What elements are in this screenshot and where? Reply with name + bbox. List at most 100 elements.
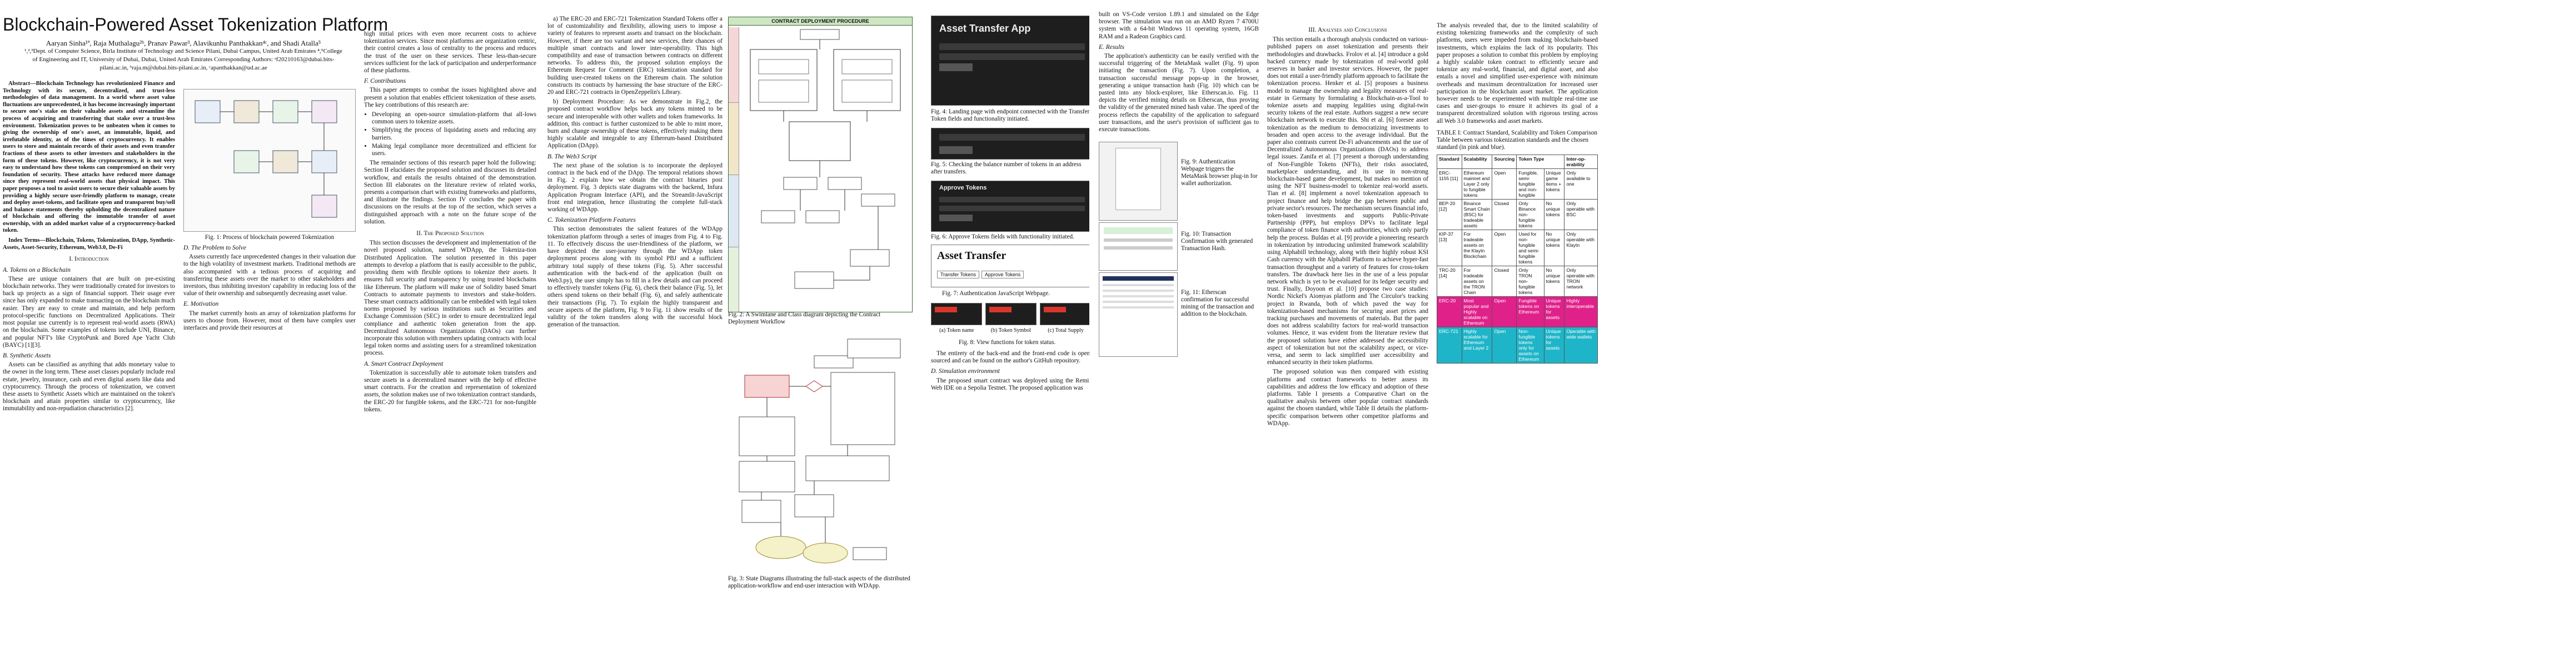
figure-5 [931,128,1089,160]
address-input[interactable] [939,43,1085,50]
figure-1-caption: Fig. 1: Process of blockchain powered To… [205,234,335,241]
table-cell: Only Binance non-fungible tokens [1516,198,1544,230]
subcaption: (c) Total Supply [1048,327,1084,334]
table-row: KIP-37 [13]For tradeable assets on the K… [1437,229,1598,266]
figure-9-caption: Fig. 9: Authentication Webpage triggers … [1181,158,1258,187]
list-item: Making legal compliance more decentraliz… [372,143,536,157]
table-cell: Closed [1492,198,1517,230]
table-header: Token Type [1516,154,1565,169]
paragraph: a) The ERC-20 and ERC-721 Tokenization S… [547,16,723,96]
subsection-heading: A. Smart Contract Deployment [364,360,444,367]
figure-2-header: CONTRACT DEPLOYMENT PROCEDURE [729,17,912,26]
tab-approve-tokens[interactable]: Approve Tokens [981,271,1024,278]
figure-6-caption: Fig. 6: Approve Tokens fields with funct… [931,233,1074,240]
table-cell: ERC-1155 [11] [1437,168,1462,200]
tab-transfer-tokens[interactable]: Transfer Tokens [937,271,980,278]
table-cell: No unique tokens [1543,229,1565,266]
tokenization-process-diagram [195,100,337,218]
figure-1 [183,89,356,232]
lane-1 [729,27,739,102]
table-cell: ERC-721 [1437,326,1462,364]
figure-5-caption: Fig. 5: Checking the balance number of t… [931,161,1082,175]
paragraph: This section demonstrates the salient fe… [547,226,723,328]
figure-4: Asset Transfer App [931,16,1089,106]
token-symbol-view [985,303,1037,325]
table-header: Standard [1437,154,1462,169]
app-title: Asset Transfer App [939,23,1031,34]
section-heading: I. Introduction [69,256,109,263]
contributions-list: Developing an open-source simulation-pla… [372,111,536,157]
spender-input[interactable] [939,197,1085,202]
list-item: Developing an open-source simulation-pla… [372,111,536,126]
subsection-heading: F. Contributions [364,78,406,85]
table-cell: Ethereum mainnet and Layer 2 only to fun… [1461,168,1493,200]
section-heading: III. Analyses and Conclusions [1308,27,1387,33]
table-header: Inter-op-erability [1564,154,1598,169]
tx-confirm-banner [1104,227,1173,234]
paragraph: The next phase of the solution is to inc… [547,162,723,213]
subsection-heading: C. Tokenization Platform Features [547,217,636,224]
amount-input[interactable] [939,53,1085,60]
column-9: The analysis revealed that, due to the l… [1437,22,1598,364]
subcaption: (a) Token name [939,327,974,334]
table-cell: No unique tokens [1543,265,1565,297]
table-cell: Fungible tokens on Ethereum [1516,296,1544,327]
subsection-heading: B. Synthetic Assets [3,352,51,359]
table-cell: TRC-20 [14] [1437,265,1462,297]
figure-2-caption: Fig. 2: A Swimlane and Class diagram dep… [728,311,881,325]
figure-4-caption: Fig. 4: Landing page with endpoint conne… [931,108,1089,122]
state-diagram [739,339,901,564]
paragraph: These are unique containers that are bui… [3,275,175,349]
table-cell: For tradeable assets on the Klaytn Block… [1461,229,1493,266]
balance-input[interactable] [939,134,1085,141]
lane-3 [729,175,739,247]
approve-title: Approve Tokens [939,185,987,191]
subsection-heading: E. Results [1099,43,1124,51]
table-cell: Highly scalable for Ethereum and Layer 2 [1461,326,1493,364]
table-cell: ERC-20 [1437,296,1462,327]
subsection-heading: B. The Web3 Script [547,153,597,160]
figure-8-caption: Fig. 8: View functions for token status. [959,339,1056,346]
check-balance-button[interactable] [939,146,973,154]
table-cell: Unique game items + tokens [1543,168,1565,200]
table-row: TRC-20 [14]For tradeable assets on the T… [1437,265,1598,297]
subsection-heading: A. Tokens on a Blockchain [3,266,71,273]
list-item: Simplifying the process of liquidating a… [372,127,536,141]
total-supply-button[interactable] [1044,307,1066,312]
table-cell: Open [1492,296,1517,327]
page-1: Blockchain-Powered Asset Tokenization Pl… [0,0,556,667]
column-5: a) The ERC-20 and ERC-721 Tokenization S… [547,16,723,331]
table-cell: For tradeable assets on the TRON Chain [1461,265,1493,297]
table-cell: Unique tokens for assets [1543,296,1565,327]
table-cell: Only operable with Klaytn [1564,229,1598,266]
figure-6: Approve Tokens [931,181,1089,232]
transfer-button[interactable] [939,63,973,71]
token-name-view [931,303,982,325]
column-8: III. Analyses and Conclusions This secti… [1267,22,1428,430]
lane-4 [729,247,739,312]
approve-amount-input[interactable] [939,206,1085,211]
paragraph: Assets can be classified as anything tha… [3,361,175,412]
table-row: ERC-1155 [11]Ethereum mainnet and Layer … [1437,168,1598,200]
column-7: built on VS-Code version 1.89.1 and simu… [1099,11,1259,136]
comparison-table: Standard Scalability Sourcing Token Type… [1437,154,1598,364]
lane-2 [729,102,739,175]
table-cell: KIP-37 [13] [1437,229,1462,266]
table-cell: Only TRON non-fungible tokens [1516,265,1544,297]
paragraph: The remainder sections of this research … [364,160,536,225]
figure-3 [728,328,911,573]
swimlane-diagram [750,29,901,289]
approve-button[interactable] [939,215,973,221]
index-terms: Index Terms—Blockchain, Tokens, Tokeniza… [3,237,175,251]
section-heading: II. The Proposed Solution [416,230,484,237]
token-symbol-button[interactable] [989,307,1012,312]
column-2: Fig. 1: Process of blockchain powered To… [183,89,356,334]
figure-8: (a) Token name (b) Token Symbol (c) Tota… [931,303,1089,336]
token-name-button[interactable] [935,307,957,312]
subsection-heading: E. Motivation [183,301,219,308]
table-cell: Most popular and Highly scalable on Ethe… [1461,296,1493,327]
table-header: Scalability [1461,154,1493,169]
figure-10 [1099,222,1178,271]
